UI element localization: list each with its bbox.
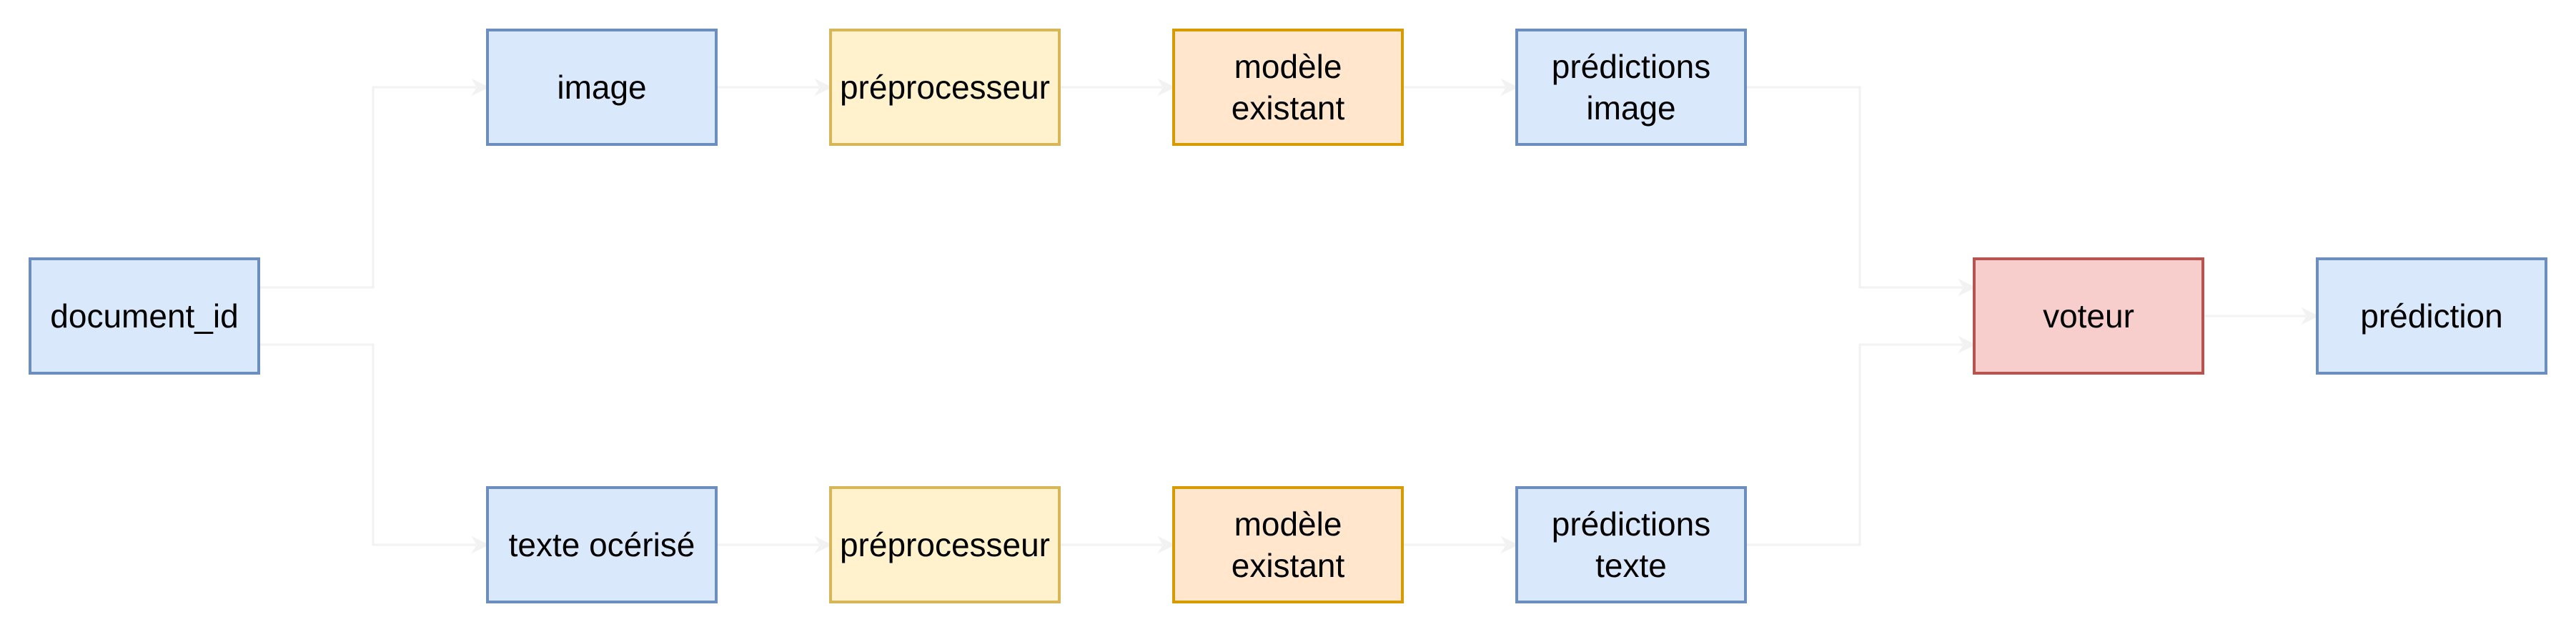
arrowhead-icon <box>1958 278 1976 297</box>
edges-layer <box>259 78 2319 554</box>
node-preprocessor-image: préprocesseur <box>829 29 1061 146</box>
node-preprocessor-image-label: préprocesseur <box>840 69 1050 106</box>
node-voter-label: voteur <box>2043 297 2134 335</box>
node-document-id-label: document_id <box>50 297 238 335</box>
node-predictions-image-label-1: prédictions <box>1552 48 1710 85</box>
node-predictions-image-box <box>1515 29 1747 146</box>
arrowhead-icon <box>814 535 833 554</box>
node-ocr-text: texte océrisé <box>486 486 718 603</box>
node-model-text-label-1: modèle <box>1234 505 1342 543</box>
node-predictions-text-label-2: texte <box>1595 547 1667 584</box>
node-model-text-label-2: existant <box>1232 547 1345 584</box>
edge-texte-to-preproc_txt <box>716 535 833 554</box>
node-prediction-label: prédiction <box>2360 297 2502 335</box>
node-preprocessor-image-box <box>829 29 1061 146</box>
edge-model_img-to-pred_img <box>1402 78 1519 97</box>
arrowhead-icon <box>1500 78 1519 97</box>
node-model-image: modèle existant <box>1172 29 1404 146</box>
edge-document_id-to-texte <box>259 343 490 554</box>
edge-preproc_txt-to-model_txt <box>1059 535 1176 554</box>
arrowhead-icon <box>471 78 490 97</box>
node-predictions-image-label-2: image <box>1586 89 1675 127</box>
node-predictions-text-label-1: prédictions <box>1552 505 1710 543</box>
arrowhead-icon <box>471 535 490 554</box>
node-model-image-label-2: existant <box>1232 89 1345 127</box>
node-document-id-box <box>29 257 260 375</box>
arrowhead-icon <box>1157 535 1176 554</box>
arrowhead-icon <box>1500 535 1519 554</box>
node-ocr-text-label: texte océrisé <box>509 526 695 563</box>
arrowhead-icon <box>1157 78 1176 97</box>
node-preprocessor-text-box <box>829 486 1061 603</box>
edge-line <box>1745 86 1963 289</box>
node-preprocessor-text-label: préprocesseur <box>840 526 1050 563</box>
node-voter: voteur <box>1973 257 2204 375</box>
edge-pred_txt-to-voteur <box>1745 335 1976 546</box>
node-model-text-box <box>1172 486 1404 603</box>
node-preprocessor-text: préprocesseur <box>829 486 1061 603</box>
node-predictions-image: prédictions image <box>1515 29 1747 146</box>
node-model-image-label-1: modèle <box>1234 48 1342 85</box>
node-image-box <box>486 29 718 146</box>
arrowhead-icon <box>814 78 833 97</box>
edge-line <box>259 343 476 546</box>
edge-line <box>259 86 476 289</box>
node-predictions-text-box <box>1515 486 1747 603</box>
node-voter-box <box>1973 257 2204 375</box>
edge-line <box>1745 343 1963 546</box>
node-predictions-text: prédictions texte <box>1515 486 1747 603</box>
node-prediction: prédiction <box>2316 257 2547 375</box>
edge-document_id-to-image <box>259 78 490 289</box>
node-image: image <box>486 29 718 146</box>
node-ocr-text-box <box>486 486 718 603</box>
edge-model_txt-to-pred_txt <box>1402 535 1519 554</box>
node-model-text: modèle existant <box>1172 486 1404 603</box>
edge-pred_img-to-voteur <box>1745 86 1976 297</box>
node-document-id: document_id <box>29 257 260 375</box>
edge-preproc_img-to-model_img <box>1059 78 1176 97</box>
arrowhead-icon <box>2301 307 2319 325</box>
node-prediction-box <box>2316 257 2547 375</box>
edge-image-to-preproc_img <box>716 78 833 97</box>
arrowhead-icon <box>1958 335 1976 354</box>
edge-voteur-to-prediction <box>2203 307 2319 325</box>
node-image-label: image <box>557 69 646 106</box>
node-model-image-box <box>1172 29 1404 146</box>
